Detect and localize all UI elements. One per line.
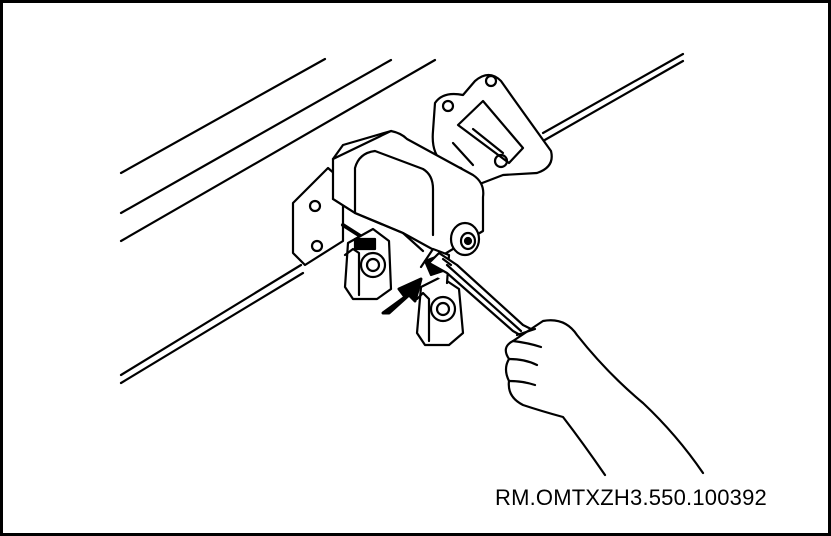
side-plate <box>291 166 345 267</box>
hinge-housing <box>331 129 485 257</box>
figure-reference-code: RM.OMTXZH3.550.100392 <box>495 485 767 510</box>
hand <box>504 319 705 477</box>
hinge-bolt-illustration <box>119 52 705 477</box>
direction-arrow <box>381 277 423 315</box>
frame-rails <box>119 52 685 385</box>
mount-bracket <box>431 73 553 187</box>
hinge-lug-left <box>343 227 393 301</box>
